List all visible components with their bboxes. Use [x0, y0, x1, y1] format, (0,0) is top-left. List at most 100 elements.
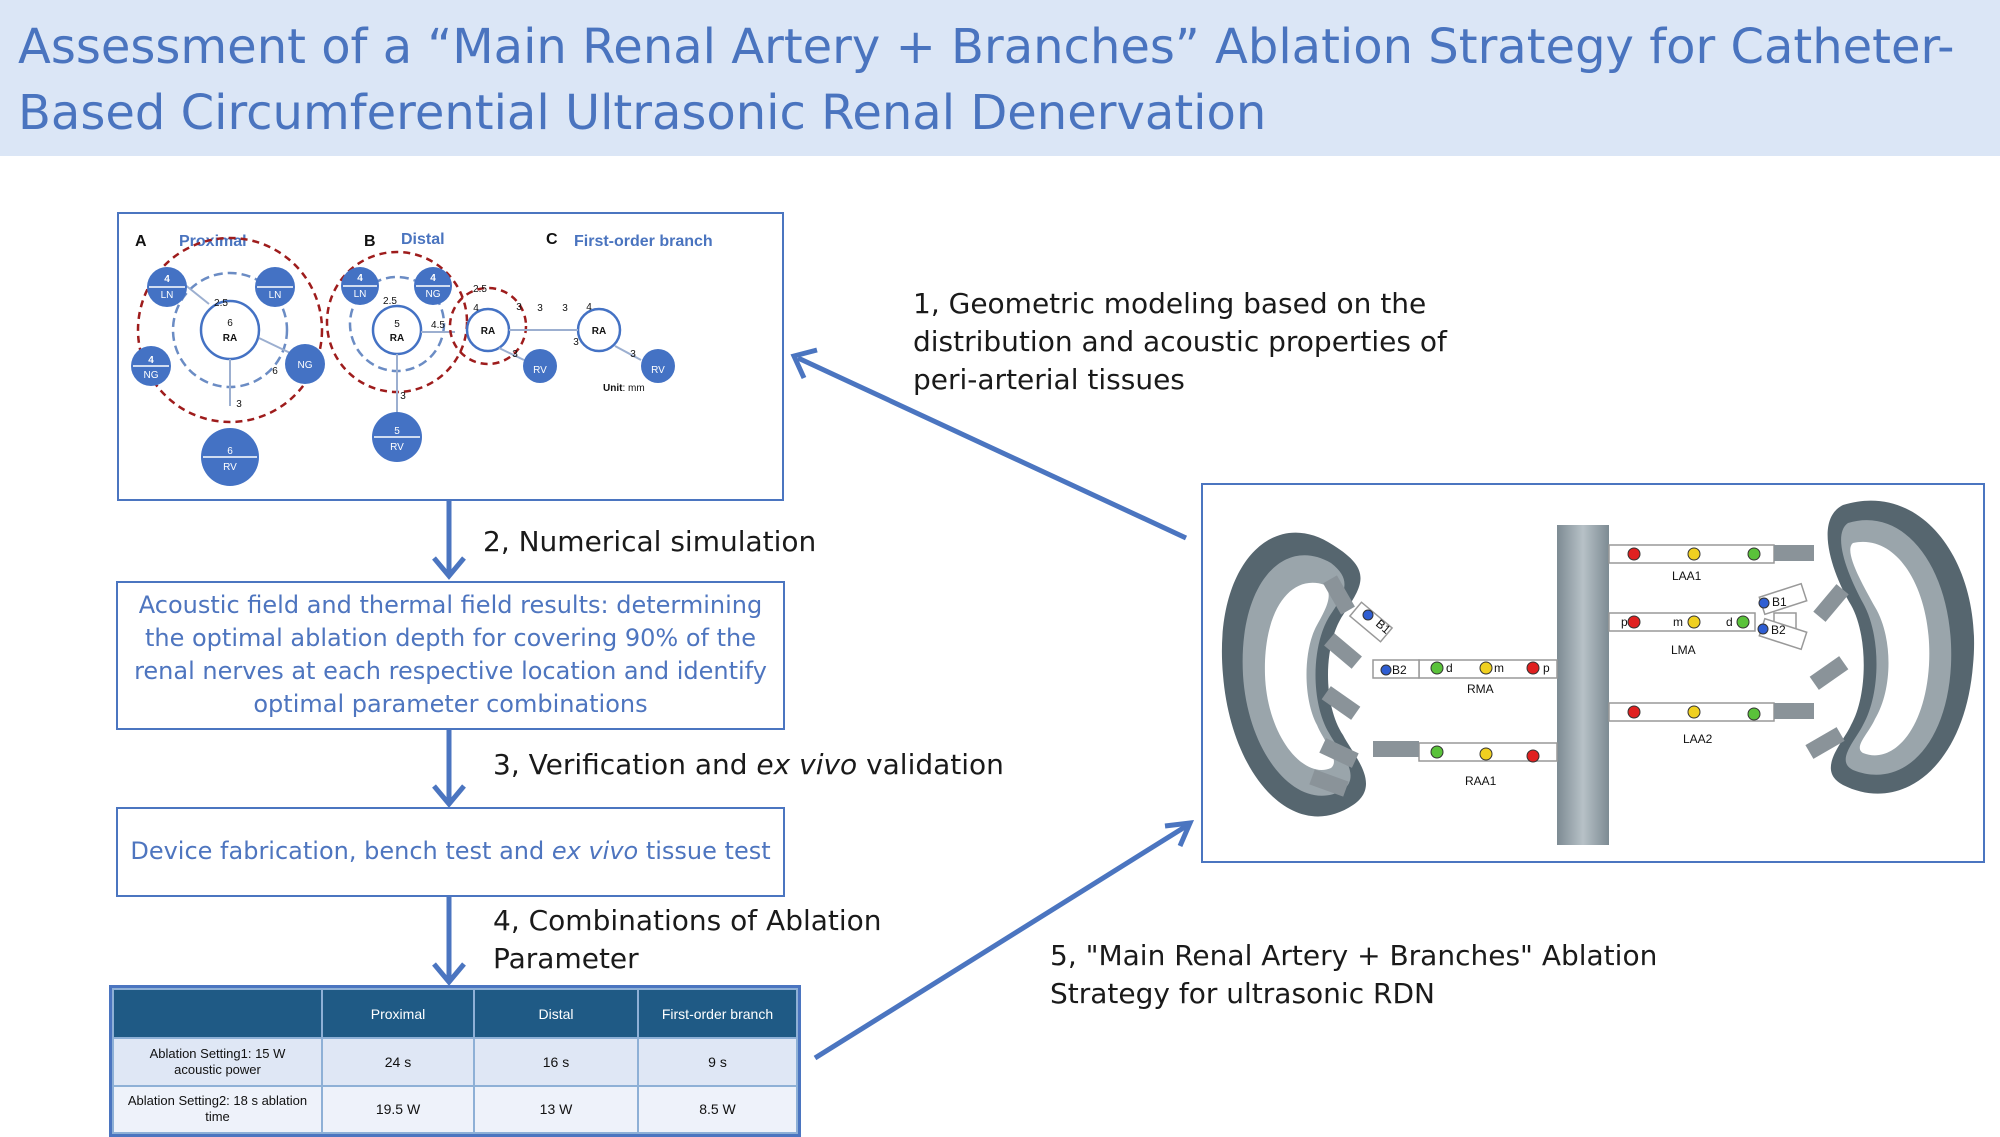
row2-distal: 13 W [473, 1084, 639, 1135]
results-text: Acoustic field and thermal field results… [134, 591, 767, 718]
branch-boxes [1348, 582, 1808, 651]
proximal-model [131, 236, 325, 486]
arrow-step3 [432, 729, 466, 808]
row2-proximal: 19.5 W [321, 1084, 475, 1135]
label-lma-d: d [1726, 615, 1733, 629]
anatomy-panel: LAA1 LMA LAA2 RMA RAA1 B1 B2 B1 B2 d m p… [1201, 483, 1985, 863]
table-header-proximal: Proximal [321, 987, 475, 1040]
row2-setting: Ablation Setting2: 18 s ablation time [112, 1084, 323, 1135]
vessel-stubs [1309, 545, 1849, 797]
device-text-a: Device fabrication, bench test and [130, 837, 552, 865]
step5-label: 5, "Main Renal Artery + Branches" Ablati… [1050, 939, 1658, 1010]
branch-dist-4b: 4 [586, 302, 592, 313]
arrow-step4 [432, 897, 466, 986]
label-rma: RMA [1467, 682, 1494, 696]
table-header-branch: First-order branch [637, 987, 798, 1040]
branch-dist-3e: 3 [573, 337, 579, 348]
row2-branch: 8.5 W [637, 1084, 798, 1135]
distal-model [325, 250, 469, 462]
label-rma-m: m [1494, 661, 1504, 675]
step2-label: 2, Numerical simulation [483, 525, 817, 558]
branch-model [448, 286, 675, 383]
label-lma-p: p [1621, 615, 1628, 629]
distal-ng-size: 4 [430, 273, 436, 284]
table-row: Ablation Setting1: 15 W acoustic power 2… [112, 1037, 798, 1087]
arrow-step1 [790, 347, 1188, 541]
branch-ra1-label: RA [481, 326, 495, 337]
svg-text:Unit: mm: Unit: mm [603, 383, 645, 394]
page-title: Assessment of a “Main Renal Artery + Bra… [18, 19, 1955, 141]
distal-ng-label: NG [426, 289, 441, 300]
step3-label: 3, Verification and ex vivo validation [493, 746, 1004, 784]
proximal-ra-label: RA [223, 333, 237, 344]
unit-value: : mm [622, 383, 644, 394]
left-kidney [1827, 500, 1975, 794]
distal-ra-size: 5 [394, 319, 400, 330]
table-header-distal: Distal [473, 987, 639, 1040]
step4-label: 4, Combinations of Ablation Parameter [493, 904, 882, 975]
renal-anatomy-diagram: LAA1 LMA LAA2 RMA RAA1 B1 B2 B1 B2 d m p… [1221, 500, 1975, 845]
proximal-dist-3: 3 [236, 399, 242, 410]
geometric-model-panel: A Proximal B Distal C First-order branch [117, 212, 784, 501]
distal-ln-size: 4 [357, 273, 363, 284]
device-text-italic: ex vivo [551, 837, 639, 865]
branch-dist-3a: 3 [516, 302, 522, 313]
label-right-b2: B2 [1392, 663, 1407, 677]
step1-label: 1, Geometric modeling based on the distr… [913, 287, 1447, 396]
step3-text-italic: ex vivo [756, 748, 858, 781]
unit-label: Unit [603, 383, 623, 394]
proximal-rv-size: 6 [227, 446, 233, 457]
device-box: Device fabrication, bench test and ex vi… [116, 807, 785, 897]
proximal-ng1-label: NG [144, 370, 159, 381]
proximal-dist-25: 2.5 [214, 298, 228, 309]
row1-branch: 9 s [637, 1037, 798, 1087]
distal-rv-label: RV [390, 442, 404, 453]
distal-dist-45: 4.5 [431, 320, 445, 331]
arrow-step5 [813, 819, 1195, 1061]
panel-b-title: Distal [401, 231, 445, 248]
proximal-ng2-label: NG [298, 360, 313, 371]
panel-c-letter: C [546, 231, 558, 248]
electrode-dots [1362, 547, 1770, 763]
arrow-step2 [432, 500, 466, 580]
branch-dist-3b: 3 [537, 303, 543, 314]
label-lma-m: m [1673, 615, 1683, 629]
branch-rv1-label: RV [533, 365, 547, 376]
proximal-ln1-label: LN [161, 290, 174, 301]
proximal-dist-6: 6 [272, 366, 278, 377]
branch-dist-3d: 3 [512, 349, 518, 360]
proximal-rv-label: RV [223, 462, 237, 473]
distal-dist-3: 3 [400, 391, 406, 402]
label-left-b1: B1 [1772, 595, 1787, 609]
proximal-ln1-size: 4 [164, 274, 170, 285]
panel-b-letter: B [364, 233, 376, 250]
branch-ra2-label: RA [592, 326, 606, 337]
distal-ra-label: RA [390, 333, 404, 344]
label-rma-p: p [1543, 661, 1550, 675]
label-left-b2: B2 [1771, 623, 1786, 637]
label-lma: LMA [1671, 643, 1696, 657]
aorta [1557, 525, 1609, 845]
step3-text-a: 3, Verification and [493, 748, 757, 781]
label-rma-d: d [1446, 661, 1453, 675]
branch-dist-3f: 3 [630, 349, 636, 360]
proximal-ng1-size: 4 [148, 355, 154, 366]
distal-rv-size: 5 [394, 426, 400, 437]
parameter-table: Proximal Distal First-order branch Ablat… [109, 985, 801, 1137]
branch-rv2-label: RV [651, 365, 665, 376]
distal-ln-label: LN [354, 289, 367, 300]
row1-setting: Ablation Setting1: 15 W acoustic power [112, 1037, 323, 1087]
row1-proximal: 24 s [321, 1037, 475, 1087]
row1-distal: 16 s [473, 1037, 639, 1087]
panel-a-letter: A [135, 233, 147, 250]
distal-dist-25: 2.5 [383, 296, 397, 307]
label-laa1: LAA1 [1672, 569, 1702, 583]
label-laa2: LAA2 [1683, 732, 1713, 746]
proximal-ra-size: 6 [227, 318, 233, 329]
device-text-c: tissue test [638, 837, 771, 865]
branch-dist-4a: 4 [473, 303, 479, 314]
title-banner [0, 0, 2000, 156]
branch-dist-3c: 3 [562, 303, 568, 314]
table-header-empty [112, 987, 323, 1040]
